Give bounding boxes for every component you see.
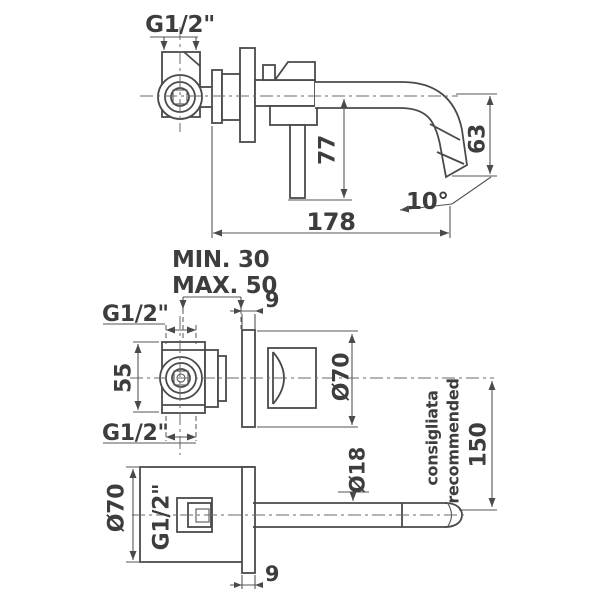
dim-77-label: 77: [316, 135, 341, 165]
spout-wall-plate: [241, 466, 256, 574]
angle-slope-line: [451, 176, 492, 205]
spout-dim-9-label: 9: [265, 562, 279, 586]
dim-9-label: 9: [265, 288, 279, 312]
spout-dim-9-arrow-left: [234, 582, 242, 588]
dim-9-arrow-left: [234, 308, 242, 314]
spout-joint-2: [436, 151, 465, 165]
elbow-chamfer: [183, 51, 201, 67]
spout-outline: [315, 81, 468, 179]
thread-label: G1/2": [145, 12, 215, 38]
union-nut: [221, 73, 241, 121]
side-view: G1/2" 77 63 10° 178: [140, 12, 497, 238]
lever-base: [262, 64, 276, 81]
angle-ref-line: [399, 203, 453, 213]
spout-joint-1: [429, 123, 461, 141]
note-english: recommended: [444, 378, 463, 503]
note-italian: consigliata: [423, 390, 442, 485]
body-underside: [269, 105, 318, 126]
max-depth-label: MAX. 50: [172, 273, 277, 299]
lever-top: [273, 61, 316, 81]
spout-dim-70-label: Ø70: [105, 484, 130, 532]
dim-55-label: 55: [112, 363, 137, 393]
dim-63-label: 63: [466, 124, 491, 154]
angle-label: 10°: [406, 189, 449, 215]
thread-top-label: G1/2": [102, 302, 169, 327]
wall-plate-side: [239, 47, 256, 143]
mixer-body: [254, 79, 316, 107]
dim-178-label: 178: [306, 208, 355, 236]
spout-dim-9-arrow-right: [255, 582, 263, 588]
min-depth-label: MIN. 30: [172, 247, 269, 273]
spout-view: Ø70 G1/2" Ø18 9: [105, 447, 468, 589]
dim-9-arrow-right: [255, 308, 263, 314]
handle-lever: [289, 124, 306, 199]
front-view: MIN. 30 MAX. 50 9 G1/2" 55 G1/2": [102, 247, 497, 511]
thread-bottom-label: G1/2": [102, 421, 169, 446]
dim-150-label: 150: [467, 422, 492, 467]
dim-70-label: Ø70: [330, 353, 355, 401]
dim-18-label: Ø18: [345, 447, 369, 493]
spout-thread-label: G1/2": [150, 484, 175, 551]
